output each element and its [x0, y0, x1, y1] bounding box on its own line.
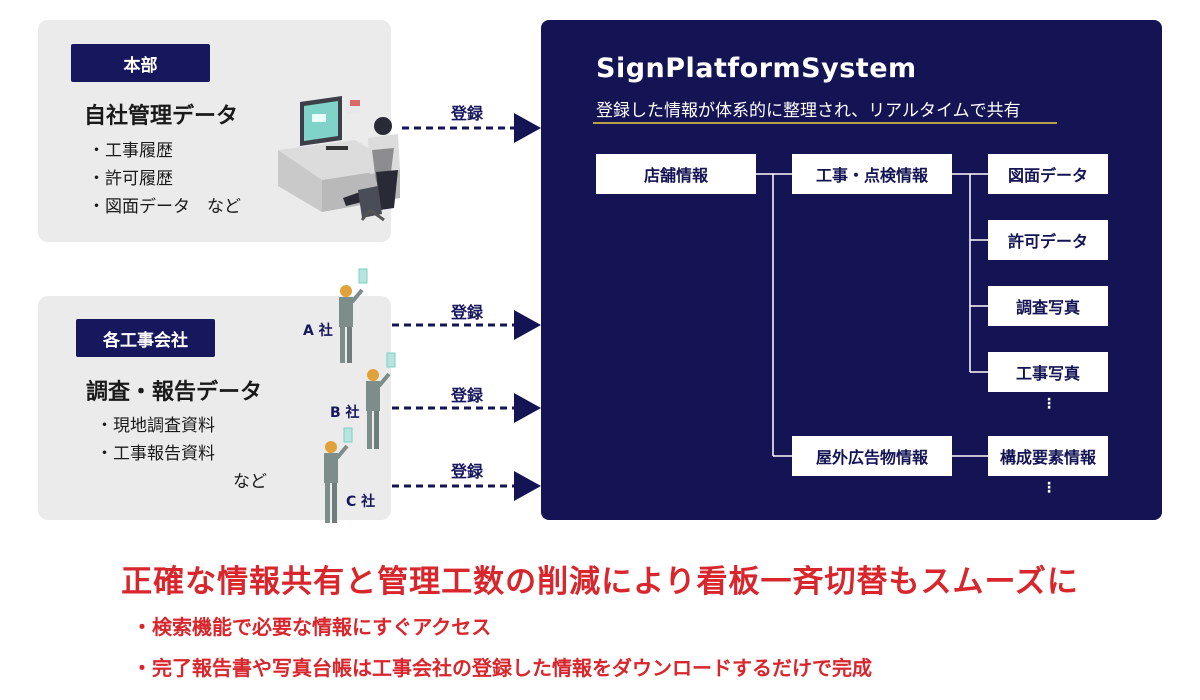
system-title: SignPlatformSystem	[596, 53, 917, 84]
node-component-info: 構成要素情報	[988, 436, 1108, 476]
hq-item: ・図面データ など	[88, 197, 241, 217]
node-drawing-data: 図面データ	[988, 154, 1108, 194]
contractors-etc: など	[233, 472, 267, 492]
company-label-a: A 社	[303, 323, 333, 339]
benefit-point: ・検索機能で必要な情報にすぐアクセス	[132, 615, 492, 639]
ellipsis: ⋮	[1042, 480, 1056, 496]
node-work-photo: 工事写真	[988, 352, 1108, 392]
node-construction-inspection: 工事・点検情報	[792, 154, 952, 194]
register-label: 登録	[451, 303, 484, 322]
contractors-title: 調査・報告データ	[86, 380, 263, 405]
benefit-point: ・完了報告書や写真台帳は工事会社の登録した情報をダウンロードするだけで完成	[132, 656, 872, 680]
node-store-info: 店舗情報	[596, 154, 756, 194]
node-survey-photo: 調査写真	[988, 286, 1108, 326]
system-subtitle: 登録した情報が体系的に整理され、リアルタイムで共有	[596, 101, 1021, 121]
system-subtitle-underline	[593, 122, 1057, 124]
hq-tag: 本部	[71, 44, 210, 82]
office-worker-icon	[278, 96, 400, 222]
node-permit-data: 許可データ	[988, 220, 1108, 260]
register-label: 登録	[451, 386, 484, 405]
company-label-c: C 社	[346, 494, 376, 510]
hq-item: ・工事履歴	[88, 141, 173, 161]
register-label: 登録	[451, 104, 484, 123]
company-label-b: B 社	[330, 405, 360, 421]
headline: 正確な情報共有と管理工数の削減により看板一斉切替もスムーズに	[121, 564, 1079, 600]
register-label: 登録	[451, 462, 484, 481]
contractors-tag: 各工事会社	[76, 319, 215, 357]
construction-worker-icon	[366, 352, 396, 449]
ellipsis: ⋮	[1042, 396, 1056, 412]
node-outdoor-ad: 屋外広告物情報	[792, 436, 952, 476]
hq-item: ・許可履歴	[88, 169, 173, 189]
contractors-item: ・現地調査資料	[96, 416, 215, 436]
construction-worker-icon	[339, 268, 368, 363]
hq-title: 自社管理データ	[84, 104, 239, 129]
contractors-item: ・工事報告資料	[96, 444, 215, 464]
construction-worker-icon	[324, 427, 353, 523]
